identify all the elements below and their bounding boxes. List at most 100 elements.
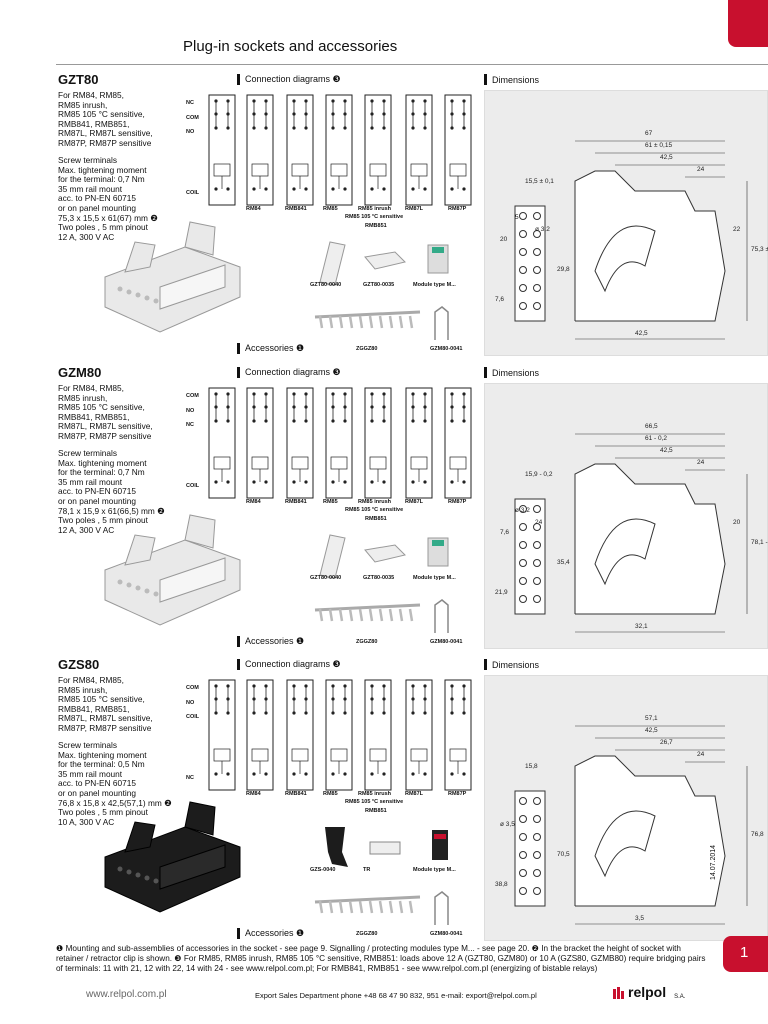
spec-line: acc. to PN-EN 60715: [58, 778, 136, 789]
desc-line: RM87P, RM87P sensitive: [58, 430, 152, 441]
socket-photo: [104, 801, 241, 913]
relay-type-label: RM84: [246, 791, 261, 797]
spec-line: for the terminal: 0,5 Nm: [58, 759, 145, 770]
accessory-label: GZM80-0041: [430, 346, 463, 352]
spec-line: 75,3 x 15,5 x 61(67) mm ❷: [58, 212, 158, 223]
spec-line: 35 mm rail mount: [58, 476, 123, 487]
accessories-title: Accessories ❶: [245, 343, 305, 353]
dimension-value: 15,9 - 0,2: [525, 471, 553, 478]
connection-diagram: [405, 679, 433, 791]
dimensions-title: Dimensions: [492, 74, 540, 85]
accessory-label: ZGGZ80: [356, 639, 378, 645]
section-bar: [237, 928, 240, 939]
spec-line: Screw terminals: [58, 155, 118, 165]
corner-tab-top: [728, 0, 768, 47]
accessory-images: [325, 827, 448, 867]
relay-type-label: RM85 inrush: [358, 791, 392, 797]
desc-line: RMB841, RMB851,: [58, 411, 130, 422]
relay-type-label: RM84: [246, 499, 261, 505]
dimension-value: 66,5: [645, 423, 658, 430]
dimension-value: ø 3,2: [535, 226, 550, 233]
dimension-value: 76,8: [751, 831, 764, 838]
brand-logo: relpol S.A.: [612, 984, 685, 1000]
dimension-value: 24: [535, 519, 543, 526]
footnotes: ❶ Mounting and sub-assemblies of accesso…: [56, 944, 706, 973]
relay-subtype-label: RM85 105 °C sensitive: [345, 507, 404, 513]
connection-diagrams-header: Connection diagrams ❸: [237, 659, 341, 670]
product-description: For RM84, RM85,RM85 inrush,RM85 105 °C s…: [58, 383, 233, 442]
terminal-row-label: COM: [186, 393, 199, 399]
terminal-row-label: COIL: [186, 483, 200, 489]
section-bar: [237, 367, 240, 378]
spec-line: 12 A, 300 V AC: [58, 524, 115, 535]
connection-diagram: [246, 94, 274, 206]
connection-diagram: [286, 679, 314, 791]
section-bar: [237, 636, 240, 647]
relay-type-label: RM85: [323, 499, 338, 505]
dimension-value: 35,4: [557, 559, 570, 566]
desc-line: For RM84, RM85,: [58, 675, 124, 685]
accessories-header: Accessories ❶: [237, 636, 304, 647]
bridging-comb-image: [314, 599, 449, 633]
relay-subtype-label-2: RMB851: [365, 808, 387, 814]
desc-line: RM85 inrush,: [58, 392, 108, 403]
relay-type-label: RM87P: [448, 791, 467, 797]
product-description: For RM84, RM85,RM85 inrush,RM85 105 °C s…: [58, 90, 233, 149]
dimension-value: 21,9: [495, 589, 508, 596]
accessories-header: Accessories ❶: [237, 343, 304, 354]
website-link[interactable]: www.relpol.com.pl: [86, 989, 167, 1000]
page-number-tab: [723, 936, 768, 972]
terminal-row-label: NO: [186, 408, 195, 414]
dimension-value: 57,1: [645, 715, 658, 722]
relay-type-label: RM87L: [405, 791, 424, 797]
terminal-row-label: NO: [186, 700, 195, 706]
terminal-row-label: NO: [186, 129, 195, 135]
desc-line: RM85 inrush,: [58, 684, 108, 695]
relay-type-label: RM87P: [448, 206, 467, 212]
spec-line: Max. tightening moment: [58, 749, 147, 760]
connection-diagram: [364, 387, 392, 499]
terminal-row-label: COM: [186, 115, 199, 121]
spec-line: for the terminal: 0,7 Nm: [58, 174, 145, 185]
dimension-value: 7,6: [495, 296, 504, 303]
accessories-title: Accessories ❶: [245, 636, 305, 646]
spec-line: 12 A, 300 V AC: [58, 231, 115, 242]
connection-diagram: [208, 94, 236, 206]
accessory-label: Module type M...: [413, 282, 456, 288]
dimension-value: 42,5: [660, 447, 673, 454]
connection-diagram: [405, 387, 433, 499]
dimension-value: 78,1 - 0,2: [751, 539, 768, 546]
accessory-images: [319, 241, 449, 286]
accessory-label: Module type M...: [413, 867, 456, 873]
relay-type-label: RMB841: [285, 206, 307, 212]
dimension-value: 75,3 ± 0,15: [751, 246, 768, 253]
desc-line: RM87P, RM87P sensitive: [58, 722, 152, 733]
section-bar: [237, 659, 240, 670]
connection-diagram: [208, 387, 236, 499]
connection-diagram: [325, 387, 353, 499]
product-name: GZM80: [58, 365, 102, 380]
desc-line: RM85 105 °C sensitive,: [58, 402, 145, 413]
dimension-value: 20: [500, 236, 508, 243]
connection-diagram: [444, 679, 472, 791]
dimension-value: ø 3,5: [500, 821, 515, 828]
product-name: GZS80: [58, 657, 100, 672]
dimension-value: 22: [733, 226, 741, 233]
desc-line: RMB841, RMB851,: [58, 118, 130, 129]
desc-line: RM85 inrush,: [58, 99, 108, 110]
dimension-value: 70,5: [557, 851, 570, 858]
dimension-value: 61 ± 0,15: [645, 142, 672, 149]
dimensions-header: Dimensions: [484, 659, 539, 670]
desc-line: RM85 105 °C sensitive,: [58, 109, 145, 120]
accessory-label: GZM80-0041: [430, 639, 463, 645]
connection-diagrams-title: Connection diagrams ❸: [245, 367, 341, 377]
dimensions-title: Dimensions: [492, 659, 540, 670]
spec-line: or on panel mounting: [58, 202, 136, 213]
